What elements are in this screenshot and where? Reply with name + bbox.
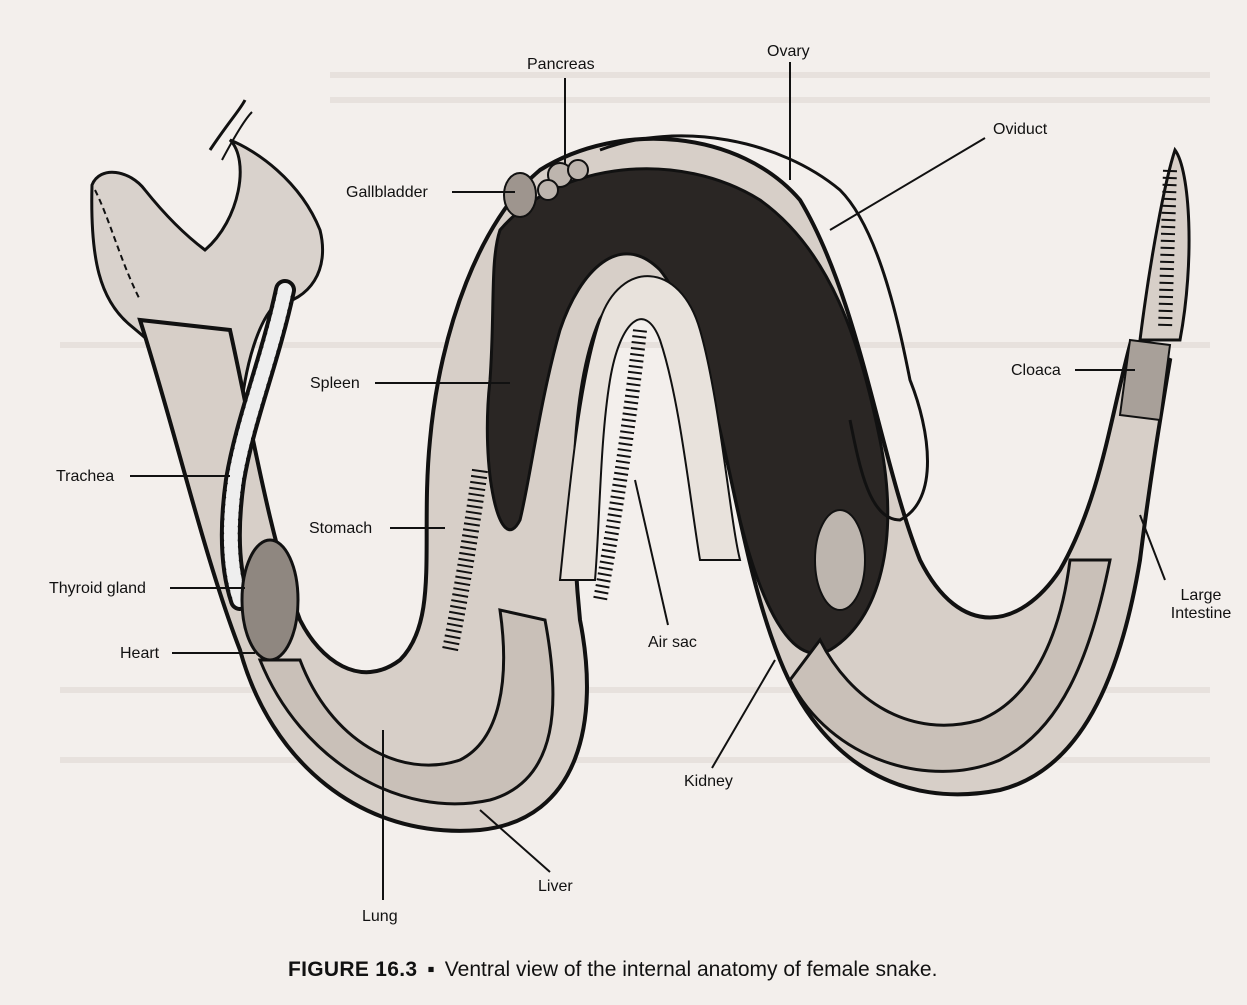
figure-number: FIGURE 16.3 <box>288 958 417 981</box>
label-heart: Heart <box>120 645 159 663</box>
label-lung: Lung <box>362 908 398 926</box>
label-pancreas: Pancreas <box>527 56 595 74</box>
label-kidney: Kidney <box>684 773 733 791</box>
label-liver: Liver <box>538 878 573 896</box>
label-air-sac: Air sac <box>648 634 697 652</box>
label-trachea: Trachea <box>56 468 114 486</box>
caption-text: Ventral view of the internal anatomy of … <box>445 958 938 981</box>
caption-bullet: ▪ <box>427 958 434 981</box>
label-gallbladder: Gallbladder <box>346 184 428 202</box>
label-ovary: Ovary <box>767 43 810 61</box>
label-oviduct: Oviduct <box>993 121 1047 139</box>
label-thyroid-gland: Thyroid gland <box>49 580 146 598</box>
label-large-intestine: Large Intestine <box>1161 587 1241 623</box>
label-stomach: Stomach <box>309 520 372 538</box>
label-cloaca: Cloaca <box>1011 362 1061 380</box>
label-spleen: Spleen <box>310 375 360 393</box>
figure-caption: FIGURE 16.3 ▪ Ventral view of the internal… <box>288 958 937 982</box>
